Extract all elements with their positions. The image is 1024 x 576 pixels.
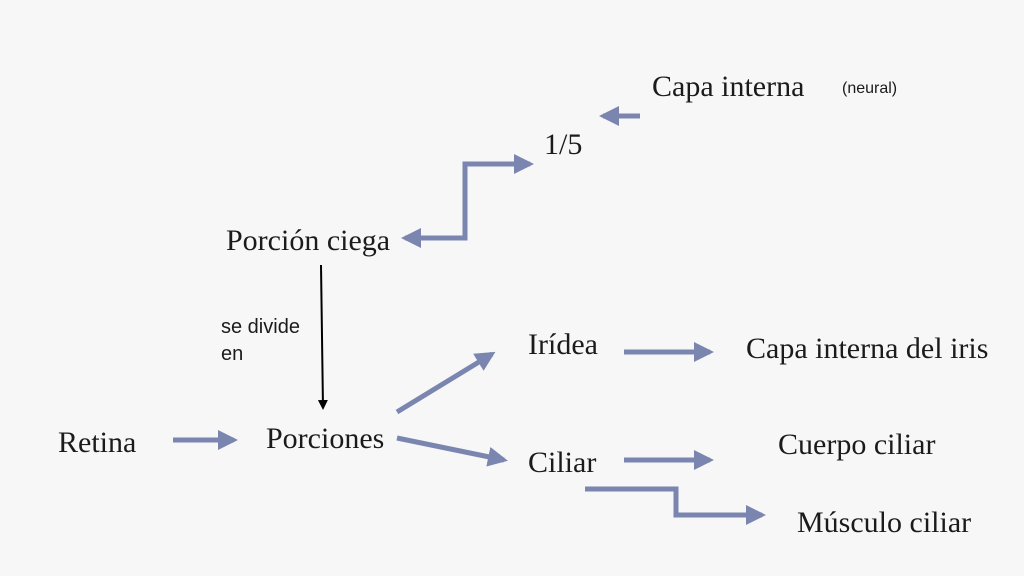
arrow-ciliar-to-musculo-ciliar [585,486,766,525]
arrow-porcion-ciega-to-fraction [401,154,534,248]
arrow-porciones-to-ciliar [396,435,508,467]
node-iridea: Irídea [528,328,598,361]
arrow-porcion-ciega-to-porciones [317,264,328,410]
node-ciliar: Ciliar [528,446,597,479]
node-retina: Retina [58,426,137,459]
note-neural: (neural) [842,80,898,97]
node-porcion-ciega: Porción ciega [226,224,391,257]
node-porciones: Porciones [266,422,385,455]
node-musculo-ciliar: Músculo ciliar [797,506,972,539]
node-capa-interna: Capa interna [652,70,805,103]
node-cuerpo-ciliar: Cuerpo ciliar [778,428,936,461]
note-en: en [221,343,244,365]
arrow-porciones-to-iridea [395,351,496,415]
note-se-divide: se divide [221,316,300,338]
node-capa-interna-iris: Capa interna del iris [746,332,989,365]
node-fraction: 1/5 [544,128,583,161]
